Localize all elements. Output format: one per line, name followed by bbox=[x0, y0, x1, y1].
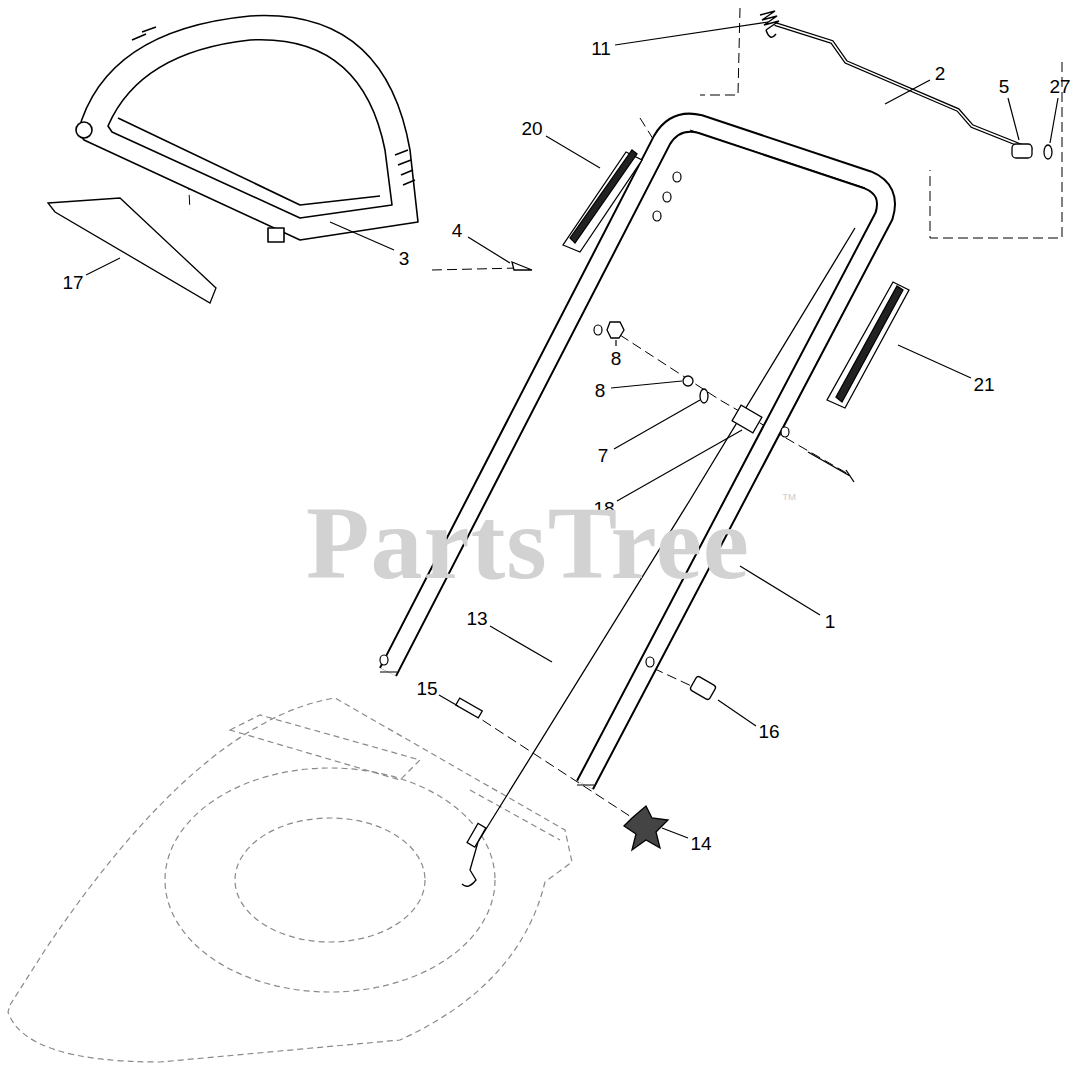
callout-number: 8 bbox=[595, 381, 606, 400]
mower-deck bbox=[165, 768, 495, 992]
callout-number: 16 bbox=[758, 722, 779, 741]
hardware bbox=[624, 806, 668, 850]
hardware bbox=[808, 452, 854, 482]
leader-line bbox=[86, 258, 120, 275]
handle-grip bbox=[836, 286, 903, 402]
construction-line bbox=[930, 62, 1062, 238]
hardware bbox=[700, 389, 708, 403]
leader-line bbox=[439, 695, 458, 706]
leader-line bbox=[898, 345, 971, 378]
leader-line bbox=[740, 566, 820, 615]
hardware bbox=[732, 405, 762, 433]
callout-number: 2 bbox=[935, 64, 946, 83]
handle-grip bbox=[570, 150, 637, 243]
bail-bar bbox=[48, 198, 216, 303]
construction-line bbox=[700, 8, 740, 95]
callout-number: 3 bbox=[399, 249, 410, 268]
mower-deck bbox=[8, 698, 572, 1062]
leader-line bbox=[614, 400, 700, 449]
bail-bar bbox=[48, 198, 216, 303]
watermark: PartsTree bbox=[306, 491, 750, 595]
mounting-hole bbox=[781, 427, 789, 437]
leader-line bbox=[86, 22, 1058, 838]
rod-bushing bbox=[1044, 145, 1052, 159]
control-rod bbox=[760, 11, 1032, 150]
control-rod bbox=[775, 24, 1032, 150]
callout-number: 27 bbox=[1049, 77, 1070, 96]
operator-bail bbox=[76, 122, 92, 138]
control-rod bbox=[760, 11, 779, 30]
trademark-mark: ™ bbox=[781, 492, 797, 508]
handle-tube bbox=[388, 123, 886, 785]
callout-number: 17 bbox=[62, 273, 83, 292]
hardware bbox=[456, 698, 483, 718]
control-cable bbox=[467, 823, 486, 847]
handle-tube bbox=[380, 123, 886, 785]
hardware bbox=[512, 262, 532, 270]
callout-number: 20 bbox=[521, 119, 542, 138]
leader-line bbox=[611, 381, 682, 388]
callout-number: 21 bbox=[973, 375, 994, 394]
leader-line bbox=[718, 700, 756, 726]
mounting-hole bbox=[594, 325, 602, 335]
leader-line bbox=[615, 22, 768, 45]
mounting-hole bbox=[380, 655, 388, 665]
mower-deck bbox=[230, 715, 420, 780]
leader-line bbox=[662, 828, 688, 838]
leader-line bbox=[468, 237, 510, 263]
callout-number: 14 bbox=[690, 834, 711, 853]
leader-line bbox=[490, 626, 552, 662]
hardware bbox=[689, 676, 716, 701]
callout-number: 8 bbox=[611, 349, 622, 368]
construction-line bbox=[432, 268, 520, 270]
mower-deck bbox=[8, 698, 572, 1062]
rod-bushing bbox=[1012, 144, 1032, 158]
control-rod bbox=[766, 30, 776, 37]
mounting-hole bbox=[663, 192, 671, 202]
control-rod bbox=[775, 24, 1032, 150]
operator-bail bbox=[268, 228, 284, 242]
leader-line bbox=[546, 136, 600, 168]
operator-bail bbox=[118, 118, 380, 205]
handle-grip bbox=[563, 150, 909, 408]
leader-line bbox=[1008, 98, 1019, 140]
leader-line bbox=[1050, 98, 1058, 143]
callout-number: 13 bbox=[466, 609, 487, 628]
callout-number: 11 bbox=[591, 39, 611, 58]
callout-number: 5 bbox=[999, 77, 1010, 96]
mounting-hole bbox=[653, 211, 661, 221]
hardware bbox=[683, 376, 693, 386]
control-cable bbox=[462, 842, 478, 886]
callout-number: 4 bbox=[452, 221, 463, 240]
handle-tube bbox=[690, 130, 865, 188]
operator-bail bbox=[132, 27, 415, 185]
leader-line bbox=[885, 80, 930, 104]
hardware bbox=[607, 322, 624, 338]
callout-number: 7 bbox=[598, 446, 609, 465]
leader-line bbox=[330, 222, 394, 250]
rod-bushing bbox=[1012, 144, 1052, 159]
handle-grip bbox=[827, 282, 909, 408]
operator-bail bbox=[108, 40, 392, 218]
callout-number: 1 bbox=[825, 612, 836, 631]
handle-tube bbox=[388, 123, 886, 785]
mounting-hole bbox=[673, 172, 681, 182]
mower-deck bbox=[235, 818, 425, 942]
mounting-hole bbox=[646, 657, 654, 667]
leader-line bbox=[615, 340, 616, 346]
handle-tube bbox=[380, 672, 594, 785]
callout-number: 15 bbox=[416, 679, 437, 698]
